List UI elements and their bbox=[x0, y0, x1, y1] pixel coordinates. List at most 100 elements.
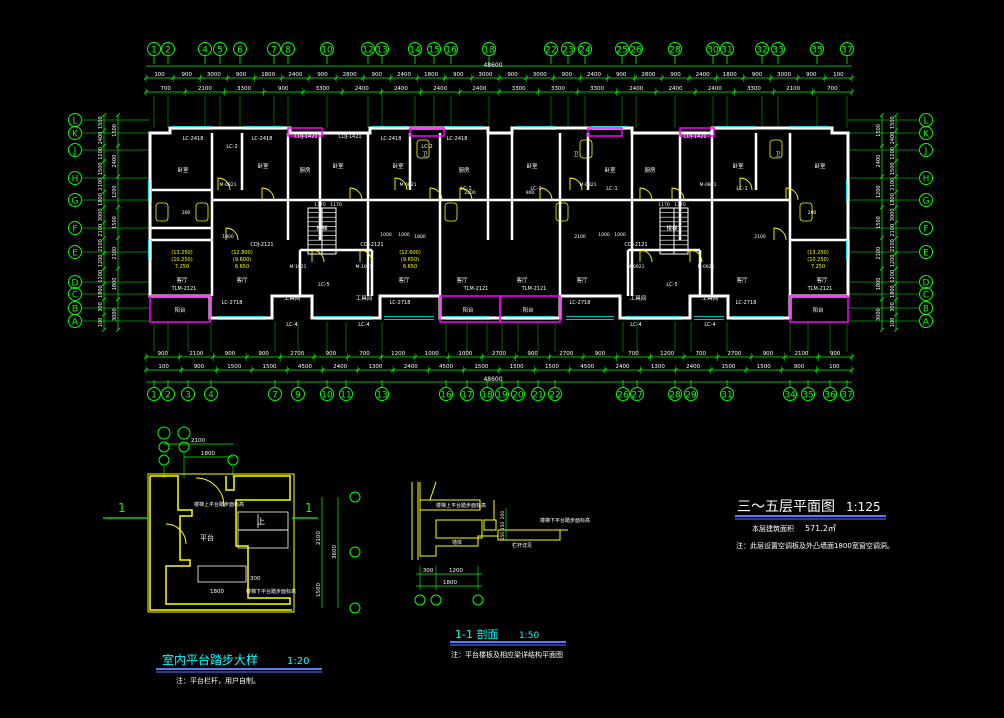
grid-bubble-bottom bbox=[320, 387, 334, 401]
grid-bubble-top bbox=[147, 42, 161, 56]
grid-label-left: A bbox=[72, 318, 79, 328]
grid-label-top: 37 bbox=[841, 46, 852, 56]
dim-bottom-2-label: 1500 bbox=[227, 364, 241, 370]
dim-top-1-label: 900 bbox=[181, 72, 192, 78]
grid-bubble-top bbox=[668, 42, 682, 56]
grid-label-top: 31 bbox=[721, 46, 732, 56]
detail-wall-outer bbox=[149, 476, 292, 611]
dim-bottom-2-label: 4500 bbox=[439, 364, 453, 370]
dim-bottom-2-label: 2400 bbox=[616, 364, 630, 370]
grid-label-bottom: 21 bbox=[532, 391, 543, 401]
room-label: 卧室 bbox=[814, 162, 826, 170]
dim-right-2-tick bbox=[879, 327, 885, 333]
dim-top-1-label: 1800 bbox=[424, 72, 438, 78]
dim-bottom-2-label: 2400 bbox=[686, 364, 700, 370]
grid-label-bottom: 27 bbox=[631, 391, 642, 401]
dim-right-label: 2400 bbox=[890, 132, 896, 145]
grid-label-top: 30 bbox=[707, 46, 719, 56]
room-label: 工具间 bbox=[702, 294, 719, 302]
window-tag: LC-4 bbox=[704, 322, 715, 328]
inner-dim: 1000 bbox=[380, 232, 392, 238]
dim-right-label: 2100 bbox=[890, 239, 896, 252]
section-slab-bottom bbox=[497, 529, 561, 541]
grid-bubble-bottom bbox=[630, 387, 644, 401]
door-swing bbox=[261, 187, 275, 201]
detail-grid-bubble-right bbox=[349, 546, 361, 558]
room-label: 客厅 bbox=[736, 276, 748, 284]
door-swing bbox=[225, 227, 239, 241]
grid-bubble-bottom bbox=[783, 387, 797, 401]
dim-left-2-tick bbox=[115, 327, 121, 333]
grid-label-bottom: 28 bbox=[669, 391, 681, 401]
window-tag: LC-2 bbox=[226, 144, 237, 150]
dim-bottom-2-label: 1300 bbox=[368, 364, 382, 370]
grid-bubble-right bbox=[919, 143, 933, 157]
grid-label-top: 33 bbox=[772, 46, 783, 56]
area-value: 571.2㎡ bbox=[805, 524, 836, 533]
window-tag: TLM-2121 bbox=[171, 286, 197, 292]
grid-label-right: H bbox=[923, 175, 930, 185]
dim-right-tick bbox=[893, 174, 899, 179]
room-label: 客厅 bbox=[816, 276, 828, 284]
dim-right-tick bbox=[893, 312, 899, 317]
grid-label-top: 25 bbox=[616, 46, 627, 56]
grid-bubble-left bbox=[68, 126, 82, 140]
fixture bbox=[444, 202, 458, 222]
dim-right-tick bbox=[893, 189, 899, 195]
window-tag: TLM-2121 bbox=[807, 286, 833, 292]
room-label: 楼梯 bbox=[316, 224, 328, 232]
detail-grid-bubble bbox=[157, 426, 171, 440]
dim-right-tick bbox=[893, 128, 899, 133]
room-label: 客厅 bbox=[516, 276, 528, 284]
room-label: 厨房 bbox=[299, 166, 311, 174]
window-tag: LC-1 bbox=[460, 186, 471, 192]
elevation-mark: 6.650 bbox=[403, 264, 417, 270]
dim-top-2-label: 2400 bbox=[708, 86, 722, 92]
grid-bubble-bottom bbox=[823, 387, 837, 401]
dim-right-tick bbox=[893, 266, 899, 271]
dim-top-1-label: 3000 bbox=[777, 72, 791, 78]
dim-left-2-label: 1500 bbox=[112, 216, 118, 229]
door-swing bbox=[349, 187, 363, 201]
dim-right-tick bbox=[893, 327, 899, 333]
dim-top-1-label: 3000 bbox=[478, 72, 492, 78]
inner-dim: 1800 bbox=[414, 234, 426, 240]
detail-step bbox=[197, 565, 247, 583]
grid-bubble-top bbox=[615, 42, 629, 56]
window-tag: LC-2418 bbox=[252, 136, 273, 142]
dim-right-label: 300 bbox=[890, 302, 896, 312]
grid-bubble-left bbox=[68, 275, 82, 289]
dim-bottom-1-label: 700 bbox=[359, 351, 370, 357]
detail-annotation: 楼梯上平台踏步面标高 bbox=[194, 501, 244, 508]
dim-top-1-label: 900 bbox=[806, 72, 817, 78]
door-layer bbox=[155, 139, 813, 263]
window-tag: LC-5 bbox=[666, 282, 677, 288]
grid-bubble-top bbox=[233, 42, 247, 56]
dim-bottom-2-label: 1500 bbox=[757, 364, 771, 370]
door-swing bbox=[689, 249, 703, 263]
inner-dim: 1170 bbox=[330, 202, 342, 208]
room-label: 卧室 bbox=[332, 162, 344, 170]
door-tag: M-0821 bbox=[220, 182, 237, 188]
room-label: 卧室 bbox=[526, 162, 538, 170]
grid-bubble-bottom bbox=[375, 387, 389, 401]
dim-left-tick bbox=[101, 220, 107, 225]
elevation-mark: 6.650 bbox=[235, 264, 249, 270]
door-swing bbox=[739, 177, 753, 191]
grid-label-bottom: 17 bbox=[461, 391, 472, 401]
dim-left-label: 1200 bbox=[98, 147, 104, 160]
fixture bbox=[155, 202, 169, 222]
door-swing bbox=[359, 249, 373, 263]
grid-bubble-top bbox=[361, 42, 375, 56]
door-swing bbox=[639, 249, 653, 263]
window-tag: TLM-2121 bbox=[463, 286, 489, 292]
dim-bottom-1-label: 2700 bbox=[559, 351, 573, 357]
fixture bbox=[799, 202, 813, 222]
dim-bottom-2-label: 100 bbox=[829, 364, 840, 370]
dim-left-2-label: 1200 bbox=[112, 185, 118, 198]
dim-left-2-label: 3000 bbox=[112, 308, 118, 321]
window-tag: TLM-2121 bbox=[521, 286, 547, 292]
grid-bubble-top bbox=[840, 42, 854, 56]
dim-right-tick bbox=[893, 281, 899, 287]
main-title: 三～五层平面图 bbox=[737, 499, 835, 515]
